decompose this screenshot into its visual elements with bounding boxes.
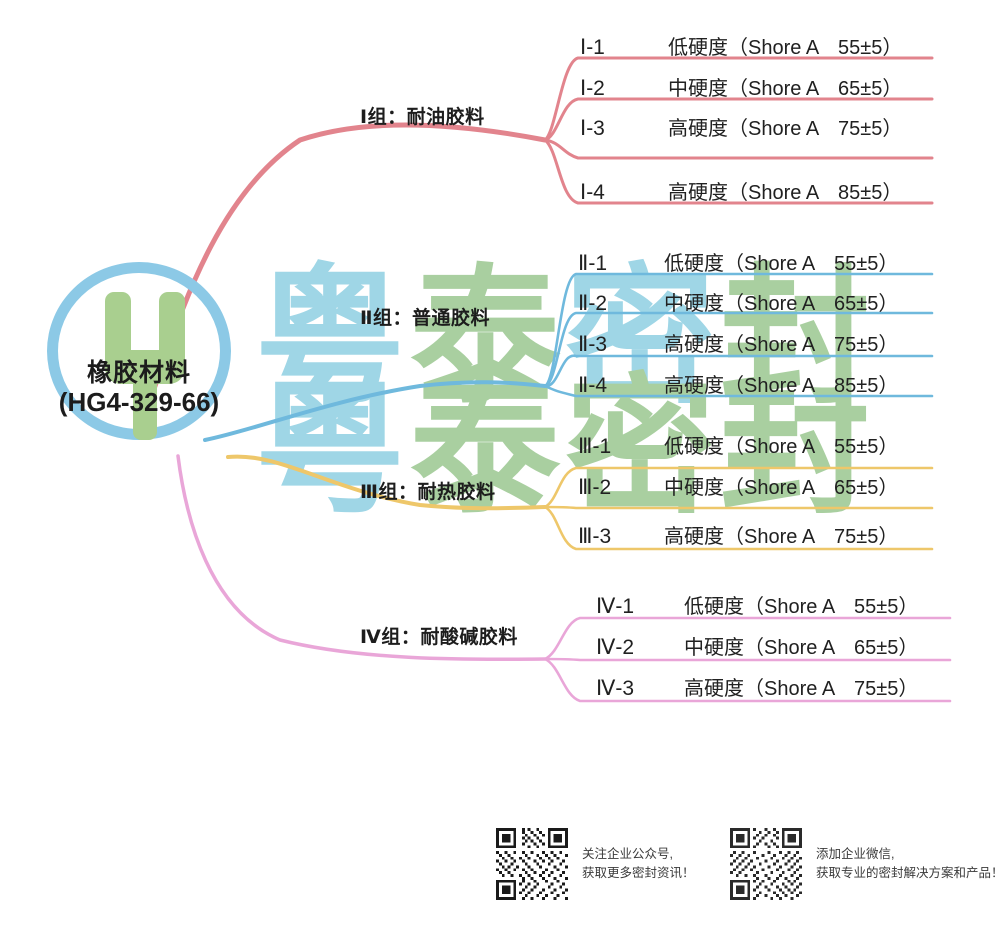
leaf-code: Ⅰ-1	[580, 36, 605, 59]
leaf-line-3-1	[543, 466, 934, 509]
leaf-code: Ⅲ-2	[578, 476, 612, 499]
leaf-desc: 低硬度（Shore A 55±5）	[684, 596, 919, 618]
group-label-4[interactable]: Ⅳ组：耐酸碱胶料	[360, 627, 518, 648]
group-label-3[interactable]: Ⅲ组：耐热胶料	[360, 482, 496, 503]
leaf-code: Ⅱ-2	[578, 292, 608, 315]
leaf-desc: 中硬度（Shore A 65±5）	[664, 477, 899, 499]
leaf-line-2-2	[543, 311, 934, 388]
qr-code-icon	[496, 828, 568, 900]
leaf-line-4-1	[543, 616, 952, 661]
leaf-desc: 低硬度（Shore A 55±5）	[664, 436, 899, 458]
leaf-row-2-4[interactable]: Ⅱ-4 高硬度（Shore A 85±5）	[578, 369, 898, 398]
leaf-row-4-2[interactable]: Ⅳ-2 中硬度（Shore A 65±5）	[596, 631, 918, 660]
qr-code-icon	[730, 828, 802, 900]
leaf-line-3-2	[543, 505, 934, 510]
leaf-code: Ⅳ-2	[596, 636, 635, 659]
qr-block-official-account[interactable]: 关注企业公众号, 获取更多密封资讯！	[496, 828, 695, 900]
qr-caption-line-2: 获取专业的密封解决方案和产品！	[816, 866, 1000, 880]
leaf-row-3-1[interactable]: Ⅲ-1 低硬度（Shore A 55±5）	[578, 430, 898, 459]
leaf-line-4-2	[543, 657, 952, 662]
leaf-line-1-1	[543, 56, 934, 142]
trunk-group-2	[203, 380, 547, 442]
leaf-line-1-2	[543, 97, 934, 142]
root-node[interactable]: 橡胶材料 (HG4-329-66)	[47, 262, 247, 444]
group-label-1[interactable]: Ⅰ组：耐油胶料	[360, 107, 485, 128]
root-node-title: 橡胶材料	[86, 359, 191, 387]
leaf-desc: 高硬度（Shore A 75±5）	[668, 118, 903, 140]
leaf-desc: 中硬度（Shore A 65±5）	[664, 293, 899, 315]
root-node-code: (HG4-329-66)	[58, 387, 220, 418]
leaf-row-4-3[interactable]: Ⅳ-3 高硬度（Shore A 75±5）	[596, 672, 918, 701]
leaf-code: Ⅰ-4	[580, 181, 605, 204]
trunk-group-4	[176, 454, 547, 662]
leaf-desc: 高硬度（Shore A 75±5）	[664, 526, 899, 548]
leaf-line-4-3	[543, 657, 952, 703]
leaf-code: Ⅱ-1	[578, 252, 608, 275]
qr-caption-line-1: 关注企业公众号,	[582, 846, 673, 861]
leaf-code: Ⅱ-4	[578, 374, 608, 397]
leaf-row-3-2[interactable]: Ⅲ-2 中硬度（Shore A 65±5）	[578, 471, 898, 500]
trunk-group-3	[226, 454, 547, 511]
qr-block-wechat[interactable]: 添加企业微信, 获取专业的密封解决方案和产品！	[730, 828, 1000, 900]
qr-caption-line-1: 添加企业微信,	[816, 846, 895, 861]
leaf-line-2-4	[543, 384, 934, 398]
leaf-desc: 低硬度（Shore A 55±5）	[668, 37, 903, 59]
leaf-code: Ⅲ-3	[578, 525, 612, 548]
leaf-code: Ⅱ-3	[578, 333, 608, 356]
leaf-row-2-3[interactable]: Ⅱ-3 高硬度（Shore A 75±5）	[578, 328, 898, 357]
leaf-code: Ⅰ-3	[580, 117, 605, 140]
leaf-line-2-3	[543, 354, 934, 388]
logo-u-stem	[133, 372, 157, 440]
leaf-line-3-3	[543, 505, 934, 551]
leaf-line-1-3	[543, 138, 934, 160]
leaf-row-1-1[interactable]: Ⅰ-1 低硬度（Shore A 55±5）	[580, 31, 902, 60]
qr-caption-line-2: 获取更多密封资讯！	[582, 866, 695, 880]
group-label-2[interactable]: Ⅱ组：普通胶料	[360, 308, 491, 329]
leaf-row-2-2[interactable]: Ⅱ-2 中硬度（Shore A 65±5）	[578, 287, 898, 316]
qr-caption-official-account: 关注企业公众号, 获取更多密封资讯！	[582, 845, 695, 884]
leaf-line-1-4	[543, 138, 934, 205]
leaf-row-3-3[interactable]: Ⅲ-3 高硬度（Shore A 75±5）	[578, 520, 898, 549]
qr-caption-wechat: 添加企业微信, 获取专业的密封解决方案和产品！	[816, 845, 1000, 884]
root-node-label: 橡胶材料 (HG4-329-66)	[3, 360, 275, 418]
leaf-desc: 高硬度（Shore A 85±5）	[664, 375, 899, 397]
leaf-desc: 低硬度（Shore A 55±5）	[664, 253, 899, 275]
leaf-desc: 中硬度（Shore A 65±5）	[668, 78, 903, 100]
leaf-row-1-4[interactable]: Ⅰ-4 高硬度（Shore A 85±5）	[580, 176, 902, 205]
leaf-desc: 高硬度（Shore A 75±5）	[664, 334, 899, 356]
leaf-row-1-3[interactable]: Ⅰ-3 高硬度（Shore A 75±5）	[580, 112, 902, 141]
leaf-desc: 高硬度（Shore A 75±5）	[684, 678, 919, 700]
leaf-row-1-2[interactable]: Ⅰ-2 中硬度（Shore A 65±5）	[580, 72, 902, 101]
leaf-code: Ⅳ-1	[596, 595, 635, 618]
leaf-desc: 中硬度（Shore A 65±5）	[684, 637, 919, 659]
leaf-row-4-1[interactable]: Ⅳ-1 低硬度（Shore A 55±5）	[596, 590, 918, 619]
leaf-code: Ⅲ-1	[578, 435, 612, 458]
leaf-line-2-1	[543, 272, 934, 388]
leaf-code: Ⅳ-3	[596, 677, 635, 700]
leaf-row-2-1[interactable]: Ⅱ-1 低硬度（Shore A 55±5）	[578, 247, 898, 276]
leaf-code: Ⅰ-2	[580, 77, 605, 100]
leaf-desc: 高硬度（Shore A 85±5）	[668, 182, 903, 204]
